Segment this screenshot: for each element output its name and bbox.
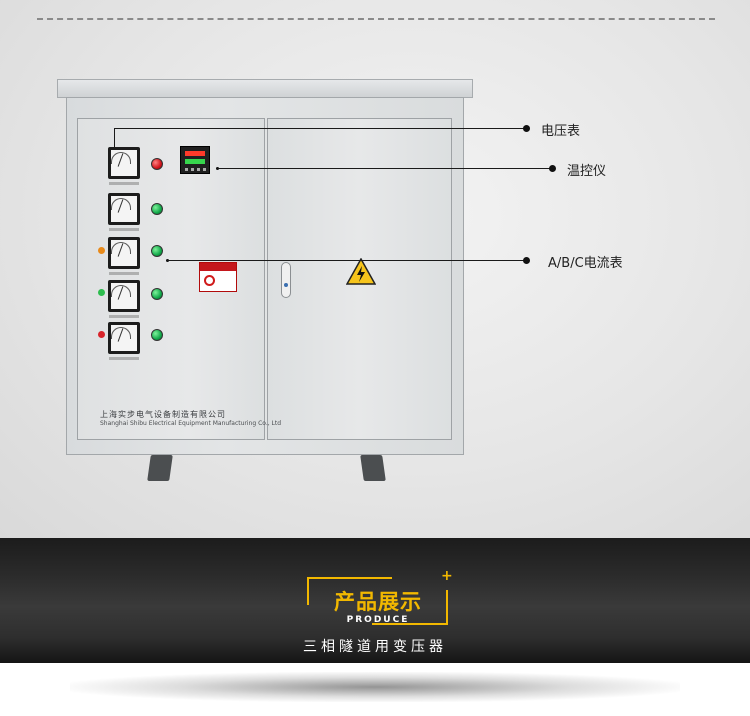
indicator-lamp-red — [151, 158, 163, 170]
callout-leader — [114, 128, 115, 148]
callout-dot — [523, 257, 530, 264]
callout-leader — [217, 168, 552, 169]
cabinet-top-cover — [57, 79, 473, 98]
dashed-divider — [37, 18, 715, 20]
title-frame-right — [446, 590, 448, 625]
callout-ammeter-label: A/B/C电流表 — [548, 256, 623, 271]
cabinet-manufacturer-cn: 上海实步电气设备制造有限公司 — [100, 410, 226, 419]
product-display-banner — [0, 538, 750, 663]
banner-title: 产品展示 — [334, 590, 422, 614]
title-frame-left — [307, 577, 309, 605]
callout-temp-controller-label: 温控仪 — [567, 164, 607, 179]
cabinet-manufacturer-en: Shanghai Shibu Electrical Equipment Manu… — [100, 420, 282, 427]
ammeter-b-gauge — [108, 237, 140, 269]
voltmeter-gauge — [108, 147, 140, 179]
title-frame-top — [307, 577, 392, 579]
indicator-lamp-green — [151, 288, 163, 300]
meter-label-plate — [109, 228, 139, 231]
indicator-lamp-green — [151, 245, 163, 257]
banner-shadow — [70, 672, 680, 702]
plus-icon: + — [441, 568, 453, 584]
phase-c-indicator — [98, 331, 105, 338]
banner-caption: 三相隧道用变压器 — [303, 639, 447, 655]
callout-leader — [114, 128, 527, 129]
door-handle — [281, 262, 291, 298]
phase-b-indicator — [98, 289, 105, 296]
ammeter-a-gauge — [108, 193, 140, 225]
extra-meter-gauge — [108, 322, 140, 354]
meter-label-plate — [109, 357, 139, 360]
meter-label-plate — [109, 315, 139, 318]
title-frame-bottom — [372, 623, 448, 625]
meter-label-plate — [109, 182, 139, 185]
callout-dot — [523, 125, 530, 132]
indicator-lamp-green — [151, 203, 163, 215]
callout-dot — [549, 165, 556, 172]
electrical-hazard-icon — [346, 258, 376, 285]
callout-leader — [167, 260, 527, 261]
cabinet-leg-right — [360, 455, 386, 481]
banner-subtitle: PRODUCE — [346, 615, 410, 625]
danger-warning-label — [199, 262, 237, 292]
temperature-controller — [180, 146, 210, 174]
meter-label-plate — [109, 272, 139, 275]
callout-voltmeter-label: 电压表 — [541, 124, 581, 139]
indicator-lamp-green — [151, 329, 163, 341]
ammeter-c-gauge — [108, 280, 140, 312]
cabinet-leg-left — [147, 455, 173, 481]
phase-a-indicator — [98, 247, 105, 254]
